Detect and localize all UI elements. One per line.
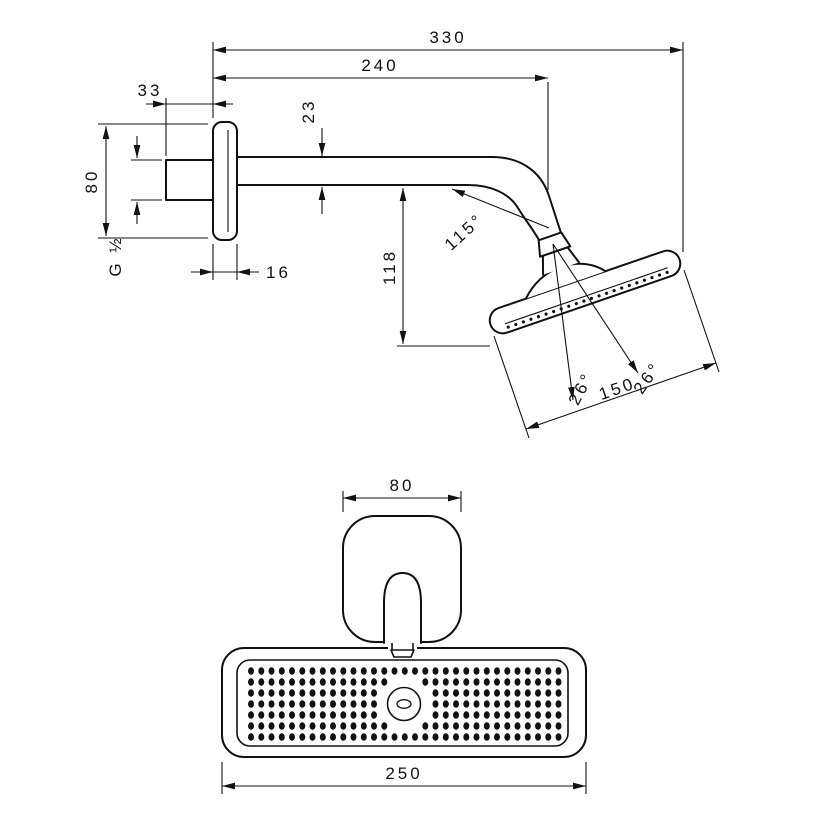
dim-80-side-label: 80	[82, 169, 101, 194]
shower-head-front	[221, 647, 587, 758]
shower-arm-top-edge	[236, 156, 562, 234]
dim-23-label: 23	[299, 99, 318, 124]
dim-overall-length: 330	[212, 28, 684, 252]
dim-head-drop-height: 118	[380, 188, 490, 347]
dim-plate-width: 80	[342, 476, 462, 512]
dim-arm-length: 240	[213, 56, 549, 190]
dim-80-front-label: 80	[390, 476, 415, 495]
dim-330-label: 330	[429, 28, 466, 47]
thread-stub	[165, 159, 214, 201]
dim-arm-diameter: 23	[299, 99, 326, 214]
extension-line	[683, 269, 720, 373]
front-view: 80 250	[221, 476, 587, 794]
angle-arm-head: 115°	[441, 188, 550, 254]
dim-240-label: 240	[361, 56, 398, 75]
dim-16-label: 16	[266, 263, 291, 282]
angle-115-label: 115°	[441, 209, 488, 254]
dim-head-width: 250	[221, 762, 587, 794]
spray-face-line	[504, 267, 668, 325]
dim-250-label: 250	[385, 764, 422, 783]
thread-size-label: G ½	[106, 235, 125, 276]
spray-face-dots	[506, 270, 669, 329]
dim-thread-size: G ½	[106, 136, 162, 277]
joint-base	[390, 649, 415, 658]
shower-arm-bottom-edge	[236, 184, 540, 241]
brand-medallion	[386, 686, 422, 722]
dim-wall-connector-depth: 33	[138, 81, 233, 156]
dimension-line	[525, 362, 717, 430]
extension-line	[493, 335, 530, 439]
joint-nut	[537, 231, 572, 258]
nozzle-grid	[248, 667, 562, 741]
joint-mask	[388, 641, 417, 650]
dim-escutcheon-depth: 16	[191, 244, 291, 282]
head-inner-face	[236, 659, 569, 747]
dim-33-label: 33	[138, 81, 163, 100]
dim-118-label: 118	[380, 249, 399, 285]
side-view: 330 240 33 80 G ½	[82, 28, 720, 439]
angle-leader-line	[451, 188, 550, 229]
shower-head-side	[488, 231, 682, 335]
arm-front	[383, 572, 422, 644]
dim-head-diameter: 150	[493, 269, 720, 439]
dim-escutcheon-height: 80	[82, 123, 208, 239]
spray-angle-line-right	[552, 243, 639, 374]
dim-150-label: 150	[596, 374, 638, 404]
wall-plate-side	[212, 121, 238, 241]
medallion-logo-icon	[396, 699, 412, 709]
